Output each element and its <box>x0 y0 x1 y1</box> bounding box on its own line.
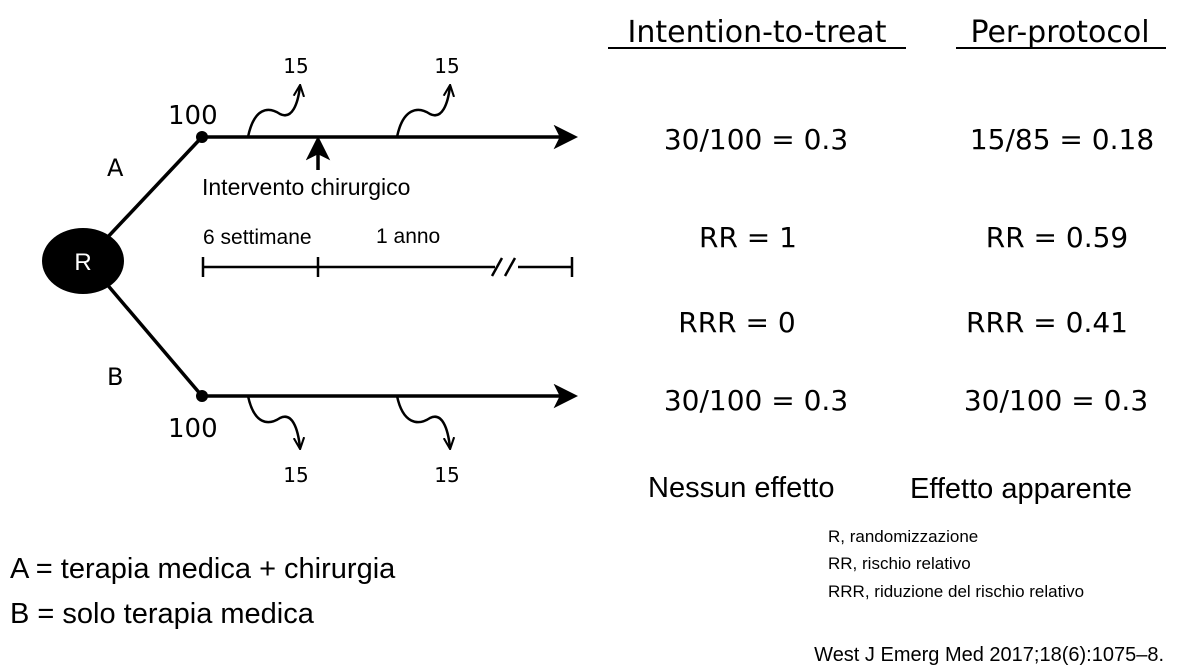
pp-relative-risk-reduction: RRR = 0.41 <box>966 306 1128 339</box>
dropout-a-first-count: 15 <box>283 54 308 78</box>
itt-arm-a-rate: 30/100 = 0.3 <box>664 123 848 156</box>
surgery-event-label: Intervento chirurgico <box>202 174 410 200</box>
dropout-b-second-count: 15 <box>434 463 459 487</box>
arm-b-label: B <box>107 363 123 391</box>
arm-a-count: 100 <box>168 101 218 131</box>
dropout-b-second-curve <box>395 395 450 448</box>
pp-arm-b-rate: 30/100 = 0.3 <box>964 384 1148 417</box>
arm-a-description: A = terapia medica + chirurgia <box>10 553 396 585</box>
timeline-axis <box>201 257 574 277</box>
timeline-break-mark <box>490 257 504 277</box>
itt-conclusion: Nessun effetto <box>648 472 834 504</box>
arm-b-description: B = solo terapia medica <box>10 598 315 630</box>
abbrev-relative-risk-reduction: RRR, riduzione del rischio relativo <box>828 582 1084 601</box>
pp-conclusion: Effetto apparente <box>910 473 1132 505</box>
timeline-first-label: 6 settimane <box>203 226 312 249</box>
branch-a-line <box>103 135 204 242</box>
timeline-second-label: 1 anno <box>376 225 440 248</box>
randomization-node: R <box>42 228 124 294</box>
pp-relative-risk: RR = 0.59 <box>986 221 1129 254</box>
itt-relative-risk: RR = 1 <box>699 221 797 254</box>
itt-arm-b-rate: 30/100 = 0.3 <box>664 384 848 417</box>
dropout-b-first-count: 15 <box>283 463 308 487</box>
arm-b-count: 100 <box>168 414 218 444</box>
dropout-a-second-count: 15 <box>434 54 459 78</box>
dropout-a-first-curve <box>246 86 300 138</box>
dropout-a-second-curve <box>395 86 450 138</box>
pp-header: Per-protocol <box>970 15 1149 50</box>
abbrev-relative-risk: RR, rischio relativo <box>828 554 971 573</box>
randomization-label: R <box>74 249 91 276</box>
branch-b-line <box>103 280 204 398</box>
citation: West J Emerg Med 2017;18(6):1075–8. <box>814 644 1164 666</box>
dropout-b-first-curve <box>246 395 300 448</box>
itt-header: Intention-to-treat <box>628 15 887 50</box>
itt-relative-risk-reduction: RRR = 0 <box>678 306 795 339</box>
abbrev-randomization: R, randomizzazione <box>828 527 978 546</box>
pp-arm-a-rate: 15/85 = 0.18 <box>970 123 1154 156</box>
arm-a-label: A <box>107 154 124 182</box>
